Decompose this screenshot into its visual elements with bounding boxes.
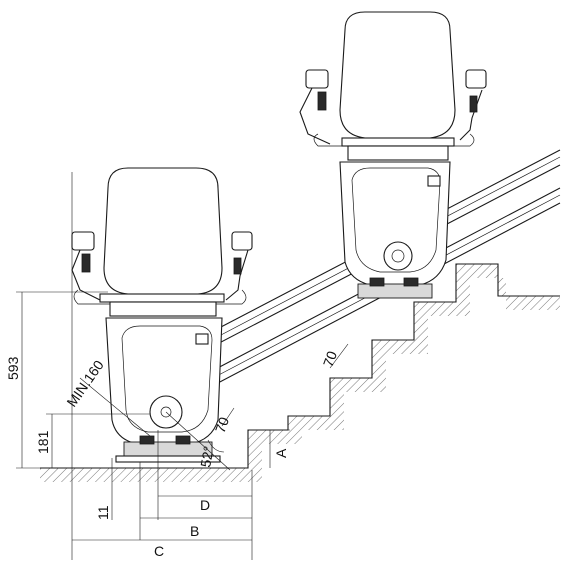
- dim-c-label: C: [154, 543, 164, 559]
- dim-181-label: 181: [35, 430, 51, 454]
- rail-70-upper-label: 70: [320, 349, 340, 369]
- lower-chair: [71, 167, 253, 463]
- angle-label: 52°: [197, 445, 216, 469]
- dim-11-label: 11: [95, 505, 111, 520]
- dim-593-label: 593: [5, 356, 21, 380]
- dim-min160-label: MIN.160: [63, 357, 107, 410]
- dim-a-label: A: [273, 448, 289, 458]
- dim-b-label: B: [190, 523, 199, 539]
- upper-chair: [299, 11, 487, 299]
- rail-70-lower-label: 70: [212, 415, 232, 435]
- dim-d-label: D: [200, 497, 210, 513]
- dimensions: [16, 172, 349, 560]
